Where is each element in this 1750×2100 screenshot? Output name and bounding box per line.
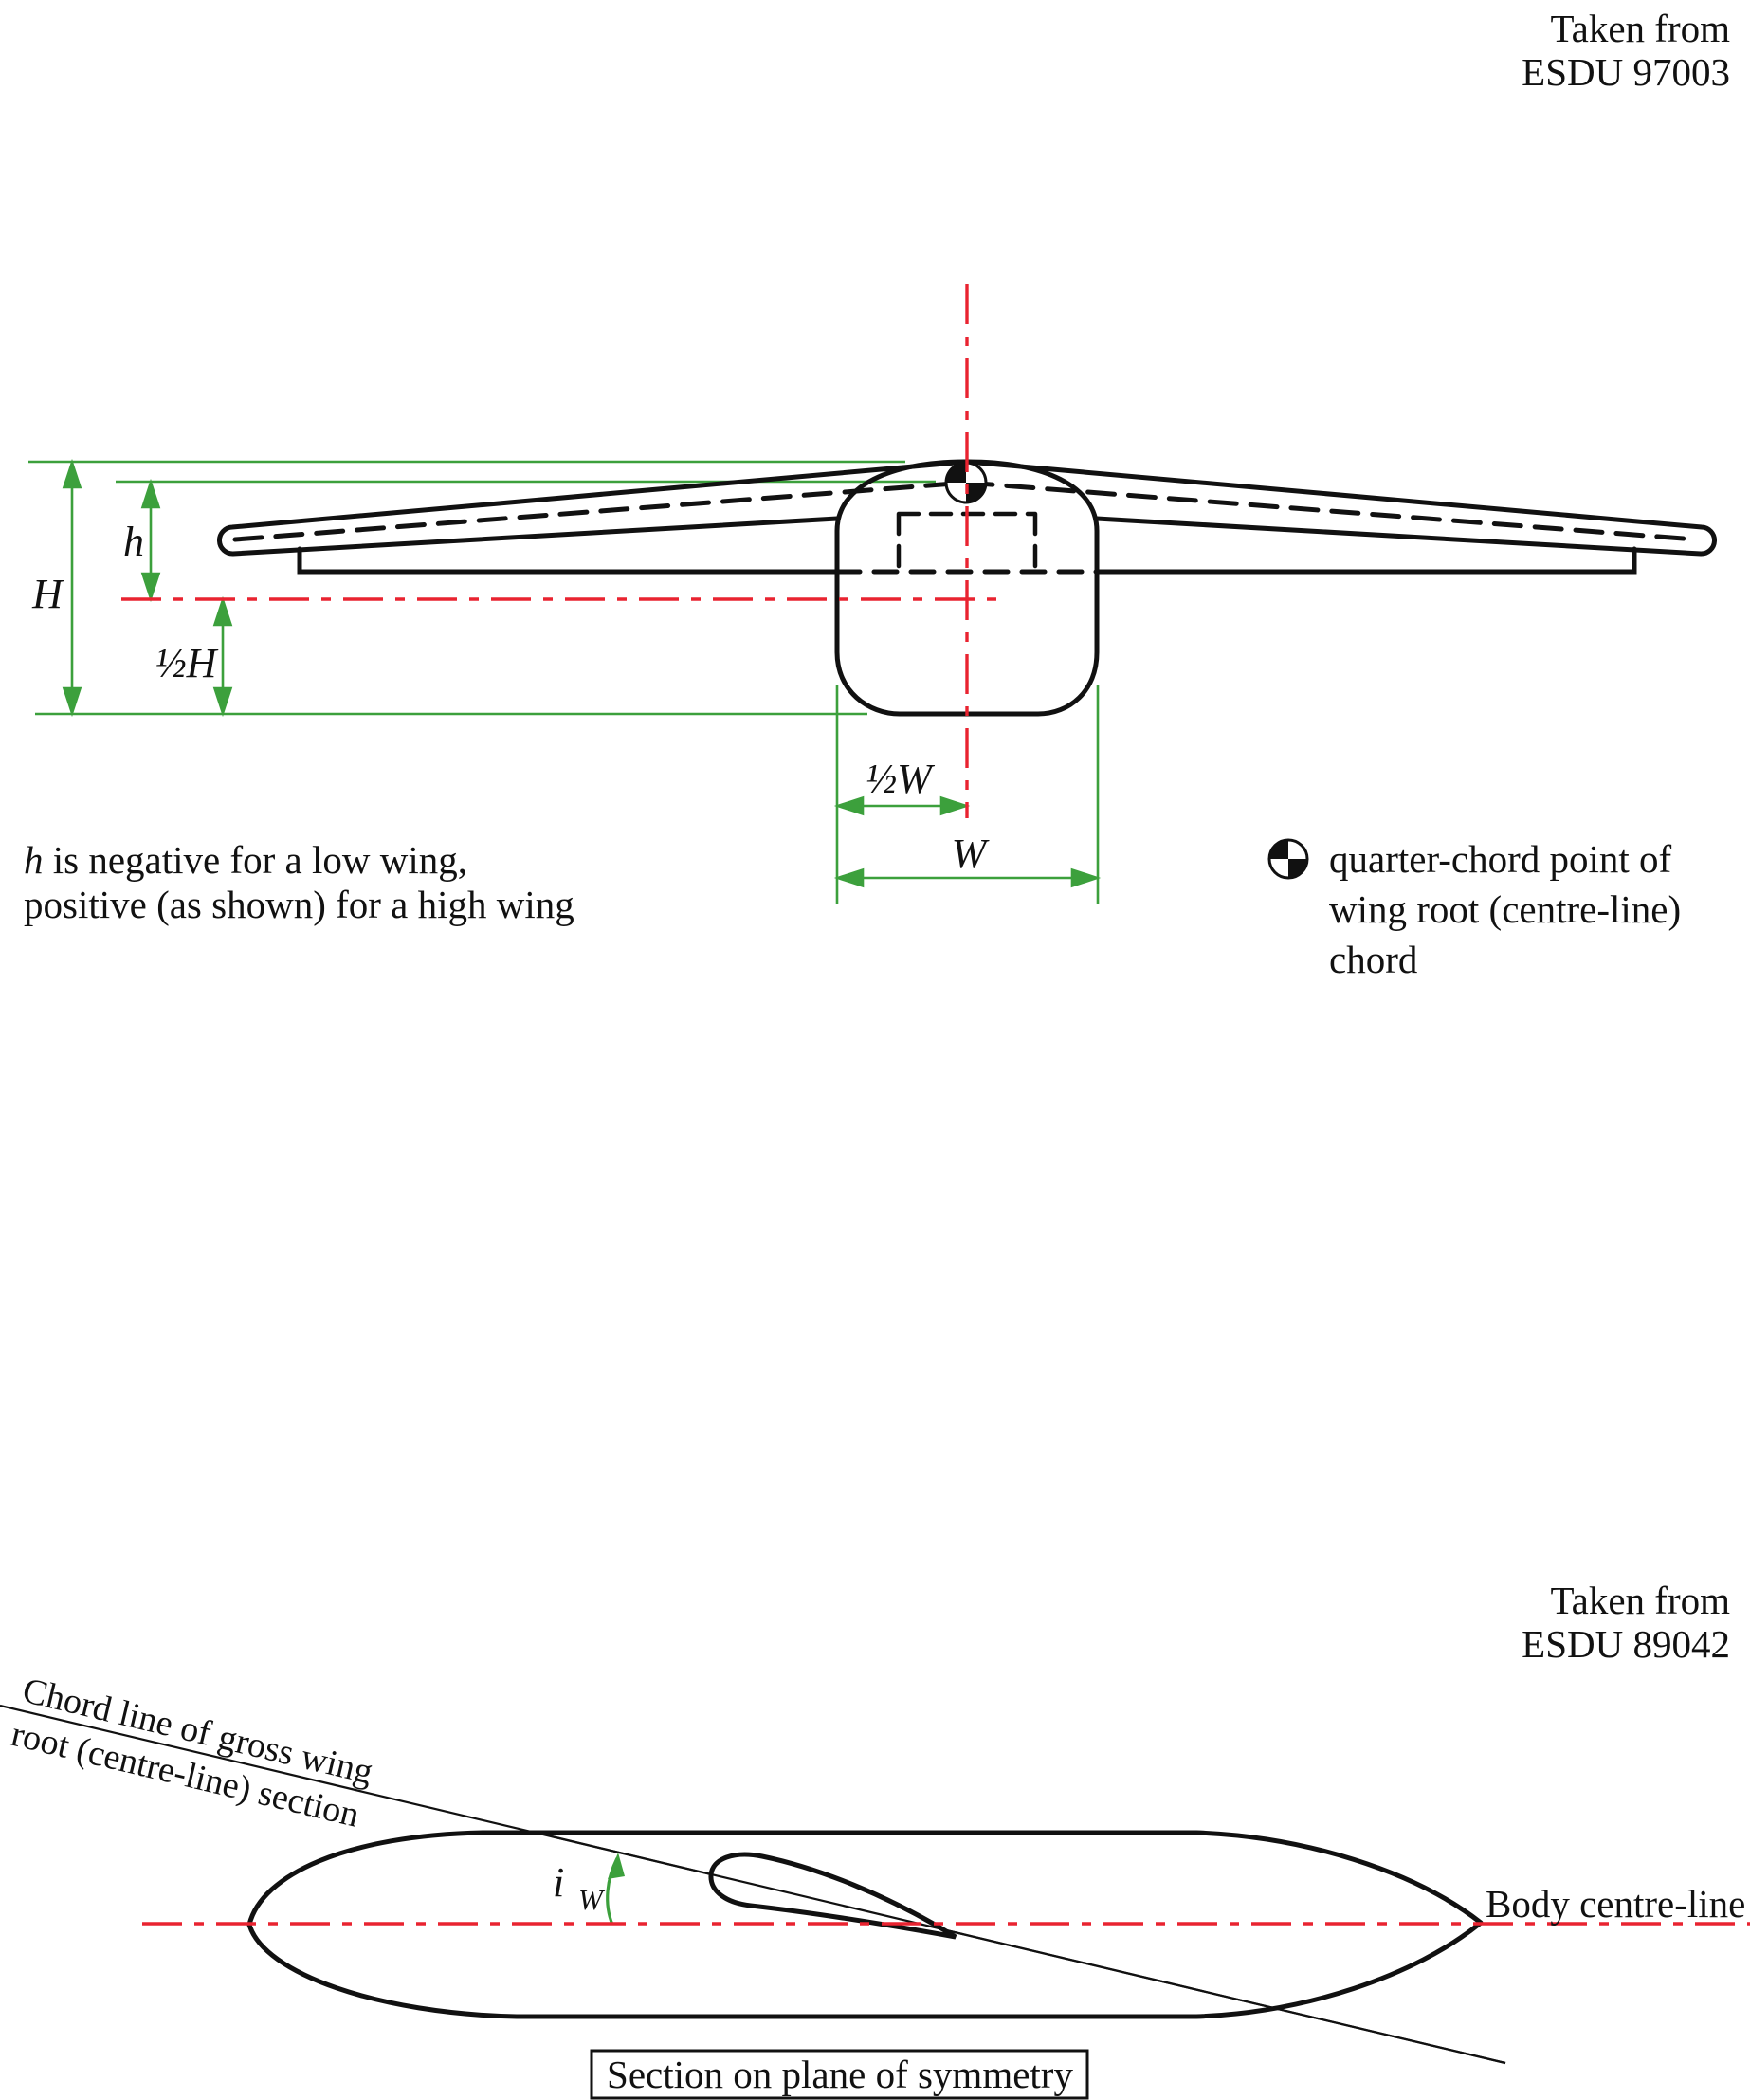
dim-W-arrow-left xyxy=(833,867,865,888)
legend-symbol-quadrants xyxy=(1269,840,1307,878)
source-bottom-line2: ESDU 89042 xyxy=(1522,1622,1730,1666)
source-bottom-line1: Taken from xyxy=(1550,1579,1730,1622)
source-top-line2: ESDU 97003 xyxy=(1522,50,1730,94)
caption-text: Section on plane of symmetry xyxy=(607,2053,1073,2096)
dim-h-arrow-down xyxy=(140,572,161,603)
quarter-chord-symbol-quadrants xyxy=(946,463,986,502)
dim-halfW-arrow-right xyxy=(939,795,971,816)
dim-H-arrow-up xyxy=(62,458,82,489)
dim-halfH-arrow-up xyxy=(212,595,233,627)
source-top-line1: Taken from xyxy=(1550,7,1730,50)
caption-box-border xyxy=(590,2049,1089,2100)
green-witness-lines xyxy=(28,460,1100,904)
incidence-angle-arrow xyxy=(606,1853,625,1926)
dim-H-arrow-down xyxy=(62,686,82,718)
legend-line1: quarter-chord point of xyxy=(1329,837,1672,881)
note-line1-rest: is negative for a low wing, xyxy=(44,838,467,882)
incidence-arrow-head xyxy=(608,1853,625,1879)
legend-line2: wing root (centre-line) xyxy=(1329,887,1681,931)
right-wing-outline xyxy=(964,459,1717,557)
dim-halfW-arrow-left xyxy=(833,795,865,816)
label-body-centreline: Body centre-line xyxy=(1486,1882,1745,1926)
aircraft-front-view xyxy=(217,459,1717,717)
chord-line-over-airfoil xyxy=(551,1835,1506,2065)
dimension-arrows xyxy=(62,458,1102,888)
label-H: H xyxy=(31,571,64,617)
section-caption-box: Section on plane of symmetry xyxy=(590,2049,1089,2100)
trailing-edge-left xyxy=(297,546,840,575)
legend-quarter-chord: quarter-chord point of wing root (centre… xyxy=(1267,837,1681,981)
quarter-chord-line-left xyxy=(232,480,969,542)
label-half-W: ½W xyxy=(866,756,935,802)
note-line2: positive (as shown) for a high wing xyxy=(24,883,574,926)
label-W: W xyxy=(952,831,990,877)
note-line1-variable: h xyxy=(24,838,44,882)
label-h: h xyxy=(123,519,144,565)
quarter-chord-line-right xyxy=(963,480,1698,542)
label-half-H: ½H xyxy=(155,640,219,686)
dim-h-arrow-up xyxy=(140,478,161,509)
legend-line3: chord xyxy=(1329,938,1417,981)
centrelines-front-view xyxy=(121,284,1002,818)
label-incidence-i: i xyxy=(553,1859,564,1906)
label-incidence-W-subscript: W xyxy=(578,1883,606,1916)
dim-W-arrow-right xyxy=(1070,867,1102,888)
left-wing-outline xyxy=(217,459,970,557)
note-line1: h is negative for a low wing, xyxy=(24,838,467,882)
dim-halfH-arrow-down xyxy=(212,686,233,718)
quarter-chord-symbol xyxy=(944,461,988,504)
trailing-edge-right xyxy=(1094,546,1637,575)
